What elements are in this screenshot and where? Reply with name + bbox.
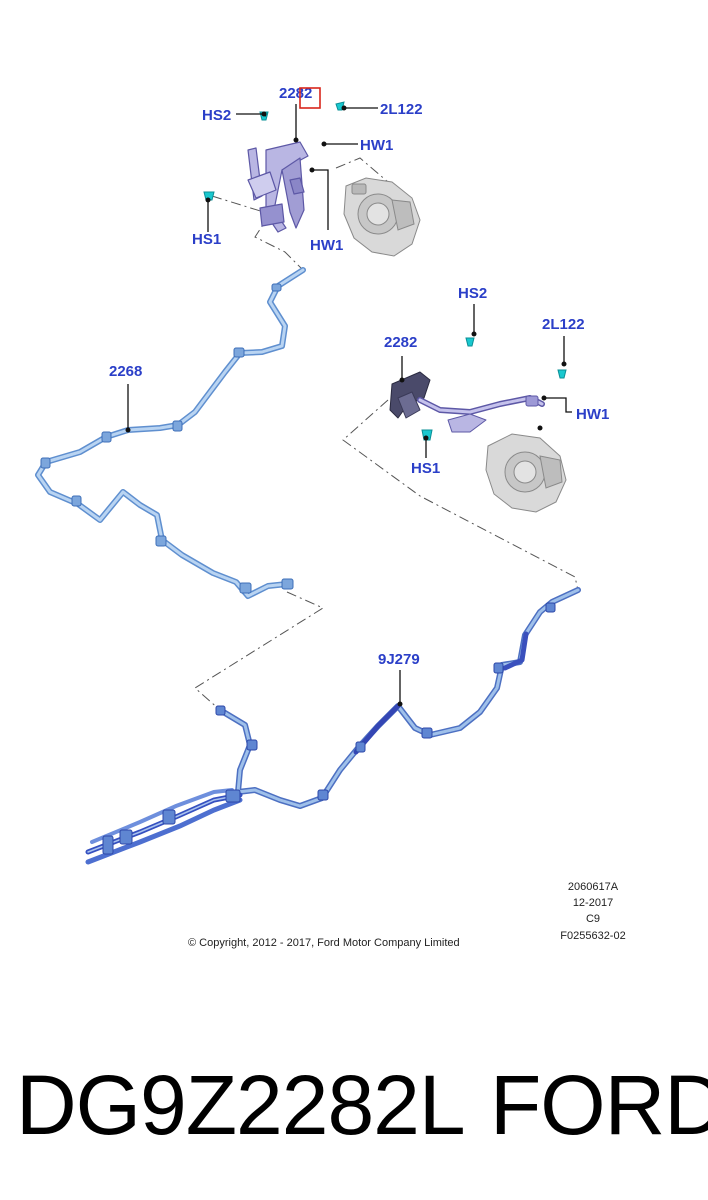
callout-hs2-top: HS2 [202,107,231,124]
drawing-id: 2060617A [568,881,619,893]
tube-clips-lower [102,602,556,855]
drawing-code: C9 [586,913,600,925]
caliper-right [485,433,567,513]
leader-dots [125,105,567,707]
routing-centerlines [194,157,579,711]
callout-hs1-right: HS1 [411,460,440,477]
callout-hw1-top-a: HW1 [360,137,393,154]
callout-2282-right: 2282 [384,334,417,351]
bracket-2282-top [247,141,309,233]
clips-right [421,337,567,441]
part-number: DG9Z2282L [16,1058,466,1152]
callout-2282-top: 2282 [279,85,312,102]
callout-9j279: 9J279 [378,651,420,668]
highlight-box [299,87,321,109]
brake-line-diagram: HS2 2282 2L122 HW1 HW1 HS1 2268 HS2 2L12… [35,85,626,949]
brake-tube-9j279 [217,587,581,809]
caption-bar: DG9Z2282L FORD [0,1050,708,1160]
callout-2268: 2268 [109,363,142,380]
callout-2l122-top: 2L122 [380,101,423,118]
brand-name: FORD [490,1058,708,1152]
callout-hs2-right: HS2 [458,285,487,302]
bracket-2282-right [389,371,545,433]
copyright-notice: © Copyright, 2012 - 2017, Ford Motor Com… [188,937,460,949]
callout-hw1-top-b: HW1 [310,237,343,254]
callout-2l122-right: 2L122 [542,316,585,333]
drawing-file: F0255632-02 [560,930,625,942]
leader-lines [127,104,572,704]
caliper-top [343,177,421,257]
brake-tube-2268 [35,267,306,599]
callout-hs1-top: HS1 [192,231,221,248]
callout-hw1-right: HW1 [576,406,609,423]
tube-clips-left [40,283,294,594]
drawing-date: 12-2017 [573,897,613,909]
